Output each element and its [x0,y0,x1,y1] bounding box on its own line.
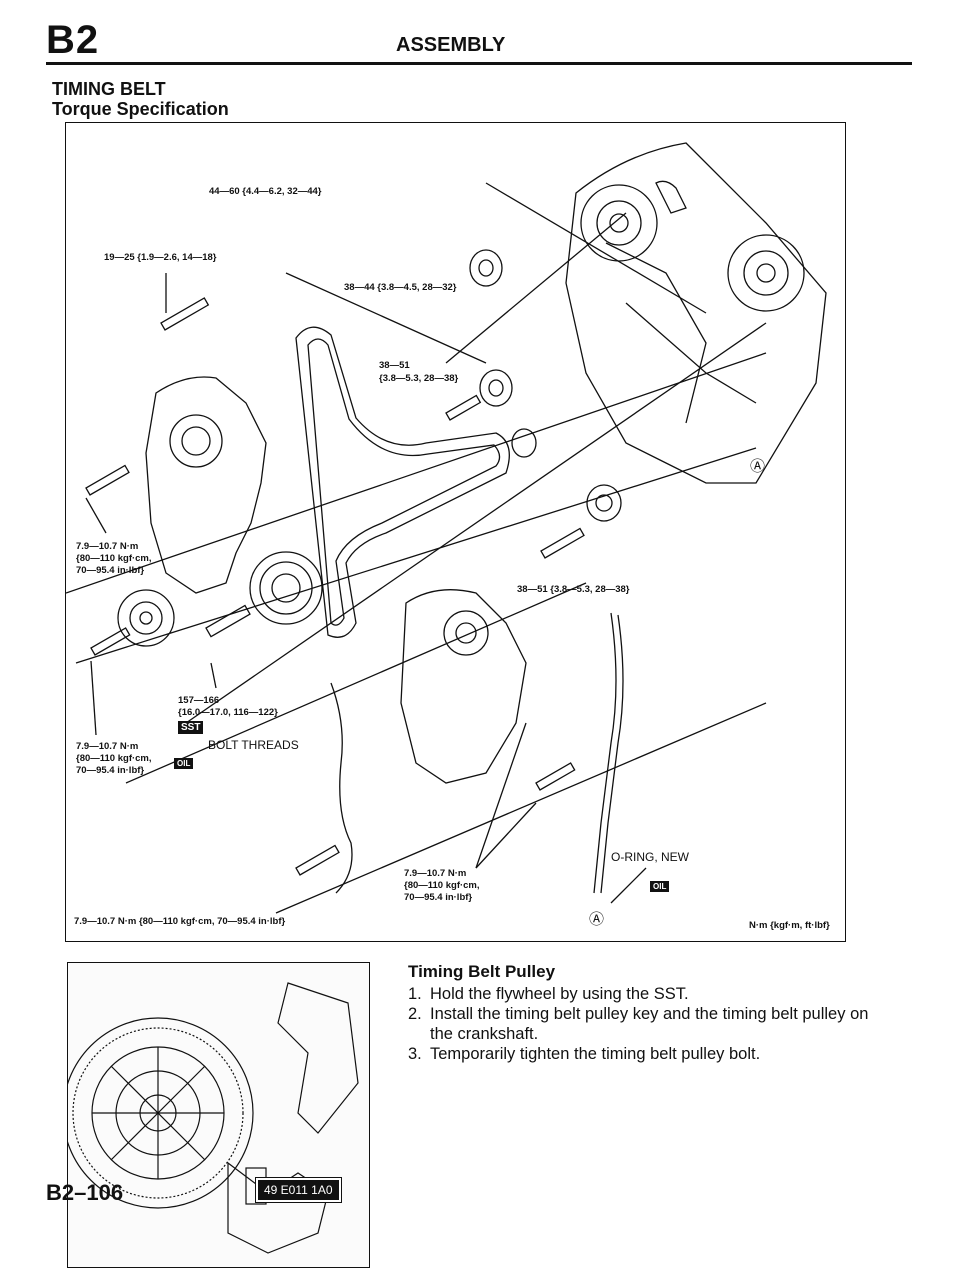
sst-code-label: 49 E011 1A0 [255,1177,342,1203]
flywheel-drawing [68,982,359,1254]
page-number: B2–106 [46,1180,124,1205]
torque-label: {3.8—5.3, 28—38} [379,373,459,384]
marker-a: Ⓐ [750,458,766,475]
step-text: Install the timing belt pulley key and t… [430,1005,869,1043]
exploded-diagram: 44—60 {4.4—6.2, 32—44} 19—25 {1.9—2.6, 1… [65,122,846,942]
step-number: 1. [408,985,422,1003]
oil-badge: OIL [174,758,194,769]
torque-label: {80—110 kgf·cm, [404,880,480,891]
torque-label: 19—25 {1.9—2.6, 14—18} [104,252,217,263]
torque-label: 70—95.4 in·lbf} [404,892,473,903]
procedure-step: 1. Hold the flywheel by using the SST. [408,984,880,1004]
step-text: Temporarily tighten the timing belt pull… [430,1045,761,1063]
step-number: 2. [408,1005,422,1023]
torque-label: 70—95.4 in·lbf} [76,765,145,776]
page-subtitle: Torque Specification [52,99,229,119]
sst-badge: SST [178,721,204,734]
marker-a: Ⓐ [589,911,605,928]
torque-label: 38—44 {3.8—4.5, 28—32} [344,282,457,293]
torque-label: 44—60 {4.4—6.2, 32—44} [209,186,322,197]
torque-label: 7.9—10.7 N·m [404,868,467,879]
step-text: Hold the flywheel by using the SST. [430,985,689,1003]
torque-label: 70—95.4 in·lbf} [76,565,145,576]
torque-label: {80—110 kgf·cm, [76,553,152,564]
torque-label: 7.9—10.7 N·m [76,541,139,552]
torque-label: {16.0—17.0, 116—122} [178,707,278,718]
step-number: 3. [408,1045,422,1063]
torque-label: {80—110 kgf·cm, [76,753,152,764]
section-code: B2 [46,18,100,62]
torque-label: 7.9—10.7 N·m [76,741,139,752]
procedure-title: Timing Belt Pulley [408,962,556,981]
torque-label: 38—51 {3.8—5.3, 28—38} [517,584,630,595]
oring-label: O-RING, NEW [611,850,689,864]
torque-label: 38—51 [379,360,410,371]
flywheel-illustration: 49 E011 1A0 [67,962,370,1268]
torque-label: 157—166 [178,695,220,706]
section-title: ASSEMBLY [396,34,506,56]
procedure-step: 2. Install the timing belt pulley key and… [408,1004,880,1044]
procedure-step: 3. Temporarily tighten the timing belt pu… [408,1044,880,1064]
oil-badge: OIL [650,881,670,892]
torque-label: 7.9—10.7 N·m {80—110 kgf·cm, 70—95.4 in·… [74,916,286,927]
units-label: N·m {kgf·m, ft·lbf} [749,920,830,931]
bolt-threads-label: BOLT THREADS [208,738,299,752]
page-title: TIMING BELT [52,79,166,99]
header-rule [46,62,912,65]
exploded-diagram-illustration [66,142,827,914]
